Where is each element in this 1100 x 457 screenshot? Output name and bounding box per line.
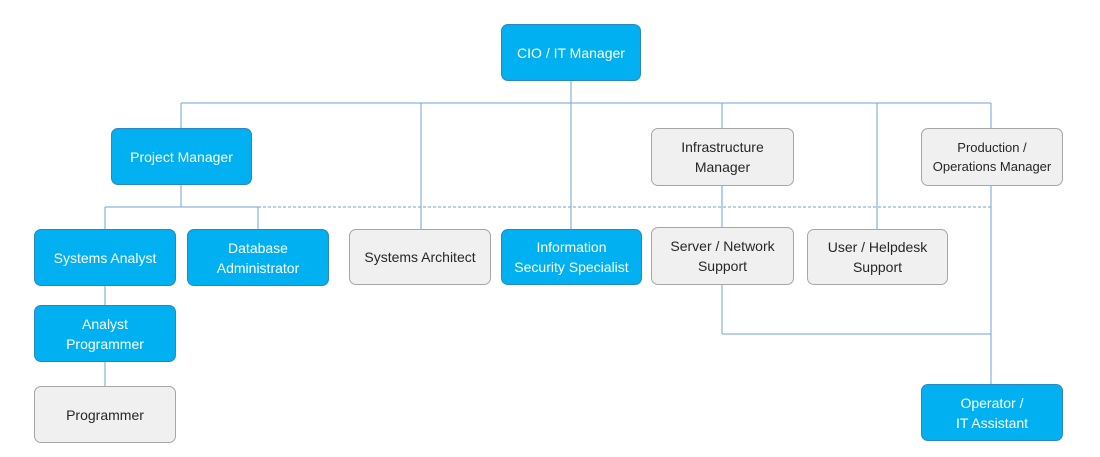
org-node-label: CIO / IT Manager xyxy=(517,44,625,61)
org-node-production-operations-manager[interactable]: Production / Operations Manager xyxy=(921,128,1063,186)
org-node-label: Server / Network Support xyxy=(670,238,775,274)
org-node-programmer[interactable]: Programmer xyxy=(34,386,176,443)
org-node-label: Programmer xyxy=(66,406,144,423)
org-node-label: Systems Architect xyxy=(364,249,476,265)
org-node-label: Operator / IT Assistant xyxy=(955,394,1029,431)
org-node-cio[interactable]: CIO / IT Manager xyxy=(501,24,641,81)
org-node-label: Systems Analyst xyxy=(53,249,157,266)
org-node-database-administrator[interactable]: Database Administrator xyxy=(187,229,329,286)
org-node-operator-it-assistant[interactable]: Operator / IT Assistant xyxy=(921,384,1063,441)
org-node-label: User / Helpdesk Support xyxy=(827,239,928,275)
org-node-systems-architect[interactable]: Systems Architect xyxy=(349,229,491,285)
org-node-label: Production / Operations Manager xyxy=(932,140,1052,174)
org-node-information-security-specialist[interactable]: Information Security Specialist xyxy=(501,229,642,285)
org-node-analyst-programmer[interactable]: Analyst Programmer xyxy=(34,305,176,362)
org-node-systems-analyst[interactable]: Systems Analyst xyxy=(34,229,176,286)
org-node-label: Information Security Specialist xyxy=(514,239,629,275)
org-node-infrastructure-manager[interactable]: Infrastructure Manager xyxy=(651,128,794,186)
org-node-project-manager[interactable]: Project Manager xyxy=(111,128,252,185)
org-node-label: Analyst Programmer xyxy=(66,315,144,352)
org-node-user-helpdesk-support[interactable]: User / Helpdesk Support xyxy=(807,229,948,285)
org-node-label: Project Manager xyxy=(130,148,233,165)
org-node-label: Database Administrator xyxy=(216,239,300,276)
org-node-label: Infrastructure Manager xyxy=(681,139,764,175)
org-node-server-network-support[interactable]: Server / Network Support xyxy=(651,227,794,285)
